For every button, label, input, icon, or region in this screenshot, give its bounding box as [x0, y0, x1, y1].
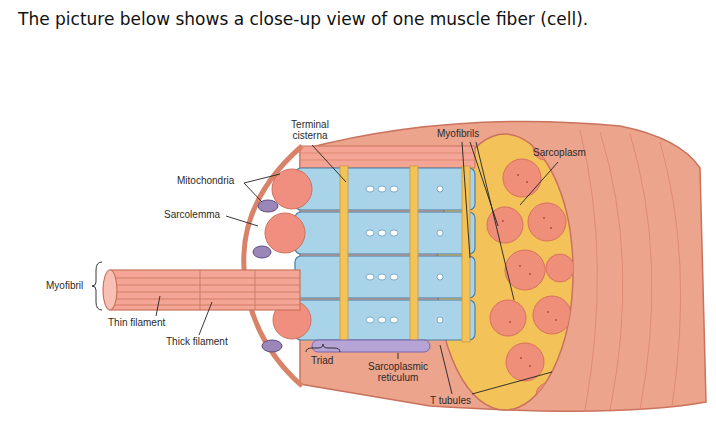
part-label: Thin filament [108, 318, 165, 329]
t-tubules [340, 166, 470, 342]
part-label: T tubules [430, 396, 471, 407]
part-label: Sarcolemma [164, 210, 220, 221]
protruding-myofibril [110, 270, 300, 310]
myofibril-ends [265, 169, 312, 339]
sr-tube [312, 340, 430, 352]
surface-stripes [580, 130, 681, 410]
strip-lines [300, 153, 475, 160]
part-label: Thick filament [166, 337, 228, 348]
part-label: Myofibrils [437, 129, 479, 140]
page-title: The picture below shows a close-up view … [18, 9, 588, 29]
part-label: Terminal cisterna [281, 120, 339, 141]
myofibril-end [103, 270, 117, 310]
myofibril-sections [487, 136, 574, 407]
sr-rows [295, 168, 475, 340]
myofibril-strip [300, 146, 475, 168]
part-label: Sarcoplasmic reticulum [362, 362, 434, 383]
part-label: Sarcoplasm [533, 148, 586, 159]
part-label: Triad [311, 356, 333, 367]
section-dots [502, 174, 557, 367]
part-label: Myofibril [46, 281, 83, 292]
leader-lines [92, 142, 558, 394]
filament-lines [110, 270, 300, 310]
part-label: Mitochondria [177, 176, 234, 187]
sr-holes [366, 186, 443, 323]
